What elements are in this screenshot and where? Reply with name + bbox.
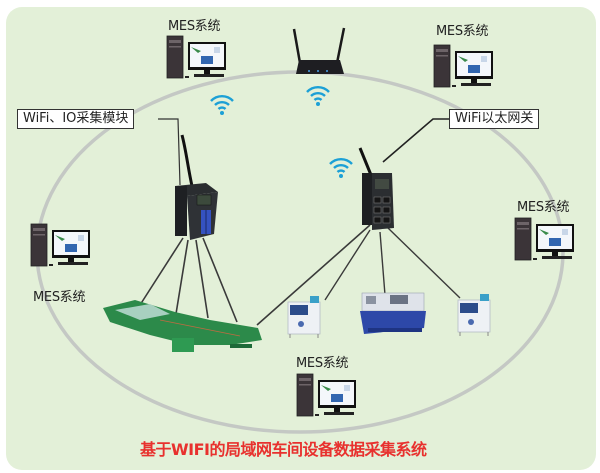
lathe-icon [360,292,426,334]
wireless-router-icon [292,27,346,74]
mes-top-right-computer-icon [433,44,494,88]
gateway-links [324,227,461,301]
mes-bottom-label: MES系统 [296,356,349,371]
ethernet-gateway-icon [358,147,394,230]
mes-top-left-label: MES系统 [168,19,221,34]
io-module-callout-line [158,118,181,186]
mes-left-label: MES系统 [33,290,86,305]
diagram-caption: 基于WIFI的局域网车间设备数据采集系统 [140,440,427,459]
smt-machine-icon [287,295,321,339]
mes-right-label: MES系统 [517,200,570,215]
production-line-machine-icon [103,300,262,352]
io-module-icon [175,134,218,240]
mes-top-left-computer-icon [166,35,227,79]
wifi-signal-icon [328,157,354,180]
mes-bottom-computer-icon [296,373,357,417]
io-module-label: WiFi、IO采集模块 [17,109,135,129]
mes-top-right-label: MES系统 [436,24,489,39]
mes-right-computer-icon [514,217,575,261]
gateway-callout-line [382,118,449,163]
ethernet-gateway-label: WiFi以太网关 [449,109,540,129]
io-module-links [139,224,371,326]
mes-left-computer-icon [30,223,91,267]
wifi-signal-icon [209,94,235,117]
smt-machine-icon [457,293,491,337]
wifi-signal-icon [305,85,331,108]
